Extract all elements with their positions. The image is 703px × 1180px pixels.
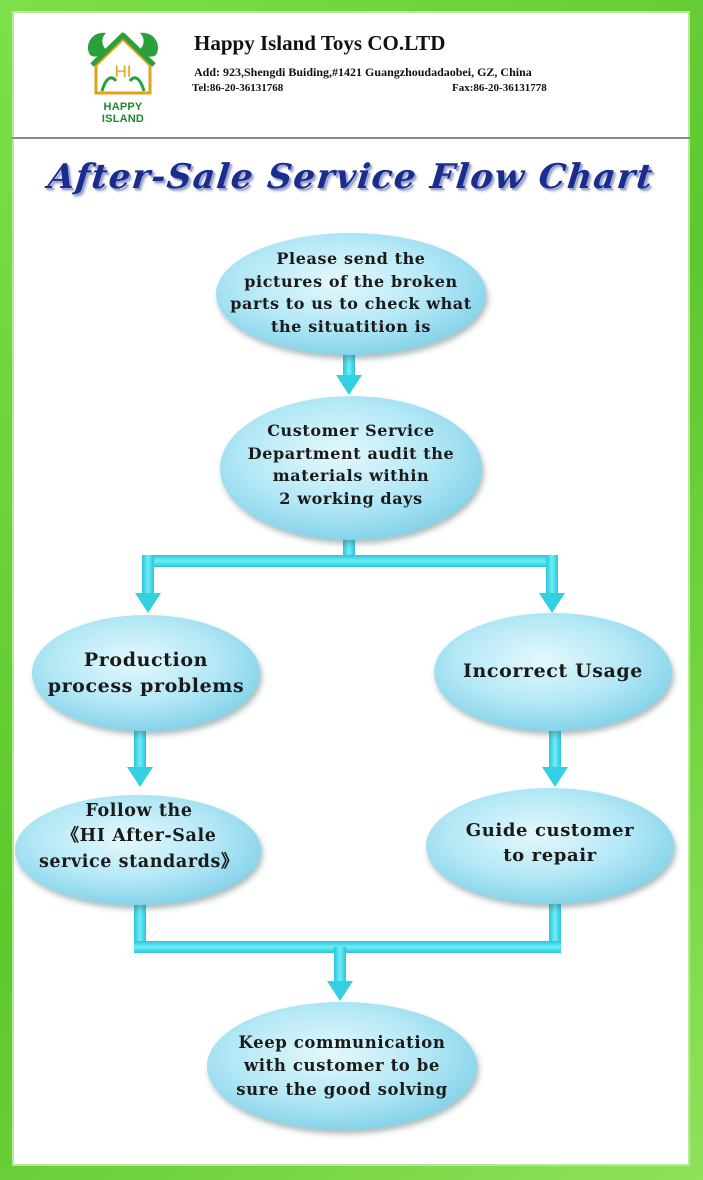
- company-name: Happy Island Toys CO.LTD: [194, 31, 446, 55]
- content-panel: HI HAPPY ISLAND Happy Island Toys CO.LTD…: [12, 11, 690, 1166]
- node-incorrect-usage-label: Incorrect Usage: [463, 660, 643, 682]
- node-keep-communication-label: Keep communication with customer to be s…: [236, 1032, 448, 1099]
- node-incorrect-usage: [434, 613, 672, 731]
- node-send-pictures: [216, 233, 486, 355]
- company-logo: HI HAPPY ISLAND: [82, 25, 164, 125]
- logo-wordmark: HAPPY ISLAND: [101, 101, 145, 125]
- node-production-problems-label: Production process problems: [47, 649, 245, 697]
- node-guide-repair: [426, 788, 674, 904]
- connector-send-to-audit: [336, 351, 362, 395]
- node-production-problems: [32, 615, 260, 731]
- company-header: HI HAPPY ISLAND Happy Island Toys CO.LTD…: [12, 11, 690, 139]
- company-address: Add: 923,Shengdi Buiding,#1421 Guangzhou…: [194, 65, 532, 79]
- node-audit-label: Customer Service Department audit the ma…: [247, 421, 455, 508]
- node-keep-communication: [207, 1002, 477, 1130]
- flow-diagram: [15, 233, 674, 1130]
- connector-audit-split: [135, 535, 565, 613]
- connector-merge-to-final: [134, 901, 561, 1001]
- dolphin-house-icon: HI: [87, 32, 159, 95]
- node-follow-standards: [15, 795, 261, 905]
- connector-incorrect-to-guide: [542, 729, 568, 787]
- node-audit: [220, 396, 482, 540]
- company-tel: Tel:86-20-36131768: [192, 82, 284, 94]
- node-follow-standards-label: Follow the 《HI After-Sale service standa…: [38, 800, 240, 872]
- connector-production-to-follow: [127, 729, 153, 787]
- node-guide-repair-label: Guide customer to repair: [465, 820, 635, 866]
- company-fax: Fax:86-20-36131778: [452, 82, 547, 94]
- svg-text:HI: HI: [115, 62, 132, 81]
- node-send-pictures-label: Please send the pictures of the broken p…: [230, 249, 472, 336]
